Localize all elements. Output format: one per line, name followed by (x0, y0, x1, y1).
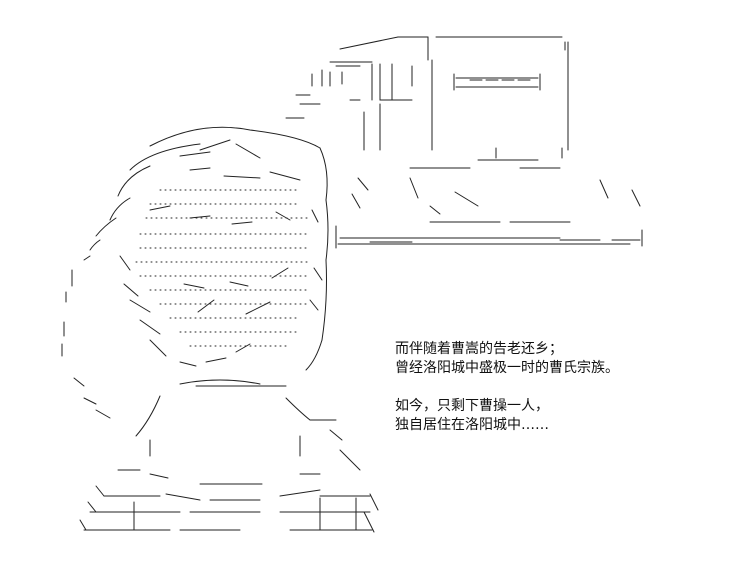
narration-line: 而伴随着曹嵩的告老还乡； (395, 341, 563, 357)
narration-caption: 而伴随着曹嵩的告老还乡； 曾经洛阳城中盛极一时的曹氏宗族。 如今，只剩下曹操一人… (395, 340, 725, 435)
narration-line: 独自居住在洛阳城中…… (395, 417, 549, 433)
robe-base (79, 485, 379, 533)
hair-strands (61, 255, 111, 419)
paragraph-gap (395, 378, 725, 397)
figure-face (119, 255, 289, 367)
figure-head (89, 126, 329, 371)
shading-dots (135, 189, 311, 347)
robe (117, 379, 361, 485)
paper-stack (285, 36, 569, 215)
narration-line: 如今，只剩下曹操一人， (395, 398, 549, 414)
desk (335, 147, 643, 249)
narration-line: 曾经洛阳城中盛极一时的曹氏宗族。 (395, 360, 619, 376)
